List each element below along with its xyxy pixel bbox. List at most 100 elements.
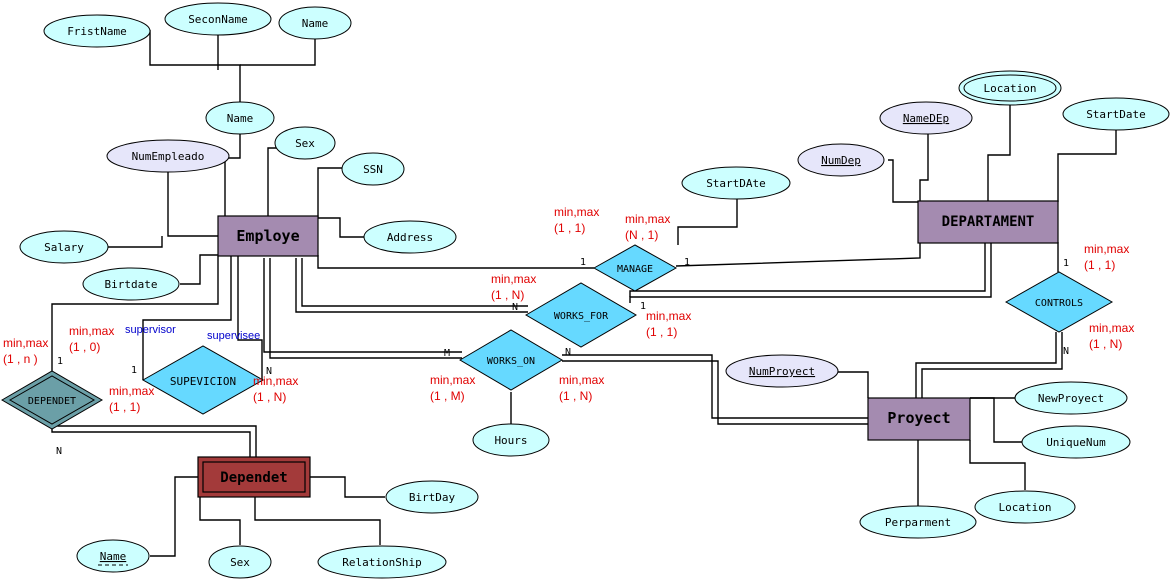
- attr-birtdate[interactable]: Birtdate: [82, 267, 180, 301]
- attr-label-newproyect: NewProyect: [1038, 392, 1104, 405]
- attr-perparment[interactable]: Perparment: [859, 505, 977, 539]
- line-workson-proj-b: [562, 360, 868, 425]
- attr-name-emp[interactable]: Name: [205, 101, 275, 135]
- constraint-worksfor-dep-head: min,max: [646, 309, 691, 323]
- cardinality-markers: 1 1 N 1 1 N M N 1 N 1 N: [56, 257, 1069, 457]
- constraint-worksfor-head: min,max: [491, 272, 536, 286]
- attr-seconname[interactable]: SeconName: [164, 2, 272, 36]
- attr-label-location-dep: Location: [984, 82, 1037, 95]
- entity-label-dependet: Dependet: [220, 470, 287, 486]
- line-worksfor-dep-b: [629, 242, 992, 303]
- line-startdate-manage: [677, 196, 738, 245]
- relationship-works-for[interactable]: WORKS_FOR: [525, 282, 637, 348]
- attr-startdate-manage[interactable]: StartDAte: [681, 166, 791, 200]
- line-numempleado: [167, 170, 218, 237]
- attr-name-dependet[interactable]: Name: [76, 539, 150, 573]
- relationship-dependet-weak[interactable]: DEPENDET: [1, 370, 103, 430]
- line-startdate-dep: [1057, 130, 1117, 202]
- attr-label-name-dependet: Name: [100, 550, 127, 563]
- card-worksfor-left: N: [512, 302, 518, 313]
- line-workson-proj-a: [562, 354, 868, 419]
- line-employe-dependet: [51, 256, 219, 372]
- card-workson-left: M: [444, 348, 450, 359]
- attr-label-location-proj: Location: [999, 501, 1052, 514]
- line-salary: [107, 236, 163, 248]
- attr-label-hours: Hours: [494, 434, 527, 447]
- line-relationship: [254, 497, 381, 545]
- constraint-sup-bot-head: min,max: [253, 374, 298, 388]
- constraint-manage-dep-head: min,max: [625, 212, 670, 226]
- attr-label-uniquenum: UniqueNum: [1046, 436, 1106, 449]
- line-name-dep: [150, 476, 200, 557]
- attributes: FristName SeconName Name Name Sex NumEmp…: [19, 2, 1170, 579]
- line-supervisee: [237, 256, 263, 381]
- attr-location-proj[interactable]: Location: [974, 490, 1076, 524]
- constraint-manage-emp-val: (1 , 1): [554, 221, 585, 235]
- attr-hours[interactable]: Hours: [472, 423, 550, 457]
- line-name-emp: [224, 133, 241, 218]
- relationship-manage[interactable]: MANAGE: [592, 244, 678, 292]
- card-worksfor-right: 1: [640, 301, 646, 312]
- attr-location-dep[interactable]: Location: [958, 70, 1062, 106]
- card-dep-top: 1: [57, 356, 63, 367]
- constraint-controls-dep-val: (1 , 1): [1084, 258, 1115, 272]
- attr-label-sex-emp: Sex: [295, 137, 315, 150]
- constraint-workson-emp-val: (1 , M): [430, 389, 465, 403]
- rel-label-supevicion: SUPEVICION: [170, 375, 236, 388]
- relationship-works-on[interactable]: WORKS_ON: [459, 329, 563, 391]
- attr-label-startdate-manage: StartDAte: [706, 177, 766, 190]
- connector-lines: [51, 30, 1117, 557]
- entity-proyect[interactable]: Proyect: [867, 397, 971, 441]
- rel-label-controls: CONTROLS: [1035, 298, 1083, 309]
- relationship-supevicion[interactable]: SUPEVICION: [141, 345, 265, 415]
- line-name-sub: [240, 38, 316, 66]
- line-location-proj: [969, 440, 1026, 490]
- constraint-dep-dep-head: min,max: [109, 384, 154, 398]
- attr-uniquenum[interactable]: UniqueNum: [1021, 425, 1131, 459]
- line-manage-dep: [675, 242, 921, 267]
- attr-label-name-emp: Name: [227, 112, 254, 125]
- attr-numempleado[interactable]: NumEmpleado: [106, 139, 230, 173]
- line-employe-worksfor-b: [301, 258, 528, 307]
- attr-fristname[interactable]: FristName: [43, 14, 151, 48]
- attr-label-numproyect: NumProyect: [749, 365, 815, 378]
- line-dependet-dep-a: [51, 422, 251, 458]
- attr-label-startdate-dep: StartDate: [1086, 108, 1146, 121]
- relationship-controls[interactable]: CONTROLS: [1004, 271, 1114, 333]
- line-sex-emp: [267, 147, 290, 218]
- attr-label-birtday: BirtDay: [409, 491, 456, 504]
- role-labels: supervisor supervisee: [125, 324, 260, 342]
- attr-ssn[interactable]: SSN: [341, 152, 405, 186]
- attr-namedep-key[interactable]: NameDEp: [879, 101, 973, 135]
- constraint-workson-proj-val: (1 , N): [559, 389, 592, 403]
- attr-label-ssn: SSN: [363, 163, 383, 176]
- entity-departament[interactable]: DEPARTAMENT: [917, 200, 1059, 244]
- constraint-workson-proj-head: min,max: [559, 373, 604, 387]
- attr-name-sub[interactable]: Name: [278, 6, 352, 40]
- constraint-sup-top-head: min,max: [69, 324, 114, 338]
- line-employe-workson-a: [263, 258, 462, 353]
- rel-label-manage: MANAGE: [617, 264, 653, 275]
- card-sup-left: 1: [131, 365, 137, 376]
- attr-newproyect[interactable]: NewProyect: [1014, 381, 1128, 415]
- line-employe-workson-b: [269, 258, 462, 359]
- constraint-dep-dep-val: (1 , 1): [109, 400, 140, 414]
- attr-label-sex-dependet: Sex: [230, 556, 250, 569]
- attr-address[interactable]: Address: [363, 220, 457, 254]
- attr-salary[interactable]: Salary: [19, 230, 109, 264]
- attr-numproyect[interactable]: NumProyect: [725, 354, 839, 388]
- attr-sex-dependet[interactable]: Sex: [208, 545, 272, 579]
- line-sex-dep: [199, 497, 241, 545]
- attr-birtday[interactable]: BirtDay: [385, 480, 479, 514]
- constraint-controls-proj-val: (1 , N): [1089, 337, 1122, 351]
- entity-employe[interactable]: Employe: [217, 215, 319, 257]
- constraint-dep-emp-head: min,max: [3, 336, 48, 350]
- attr-numdep[interactable]: NumDep: [797, 143, 885, 177]
- attr-relationship[interactable]: RelationShip: [317, 545, 447, 579]
- constraint-manage-emp-head: min,max: [554, 205, 599, 219]
- attr-startdate-dep[interactable]: StartDate: [1062, 97, 1170, 131]
- attr-label-perparment: Perparment: [885, 516, 951, 529]
- entity-dependet[interactable]: Dependet: [197, 456, 311, 498]
- attr-sex-emp[interactable]: Sex: [274, 126, 336, 160]
